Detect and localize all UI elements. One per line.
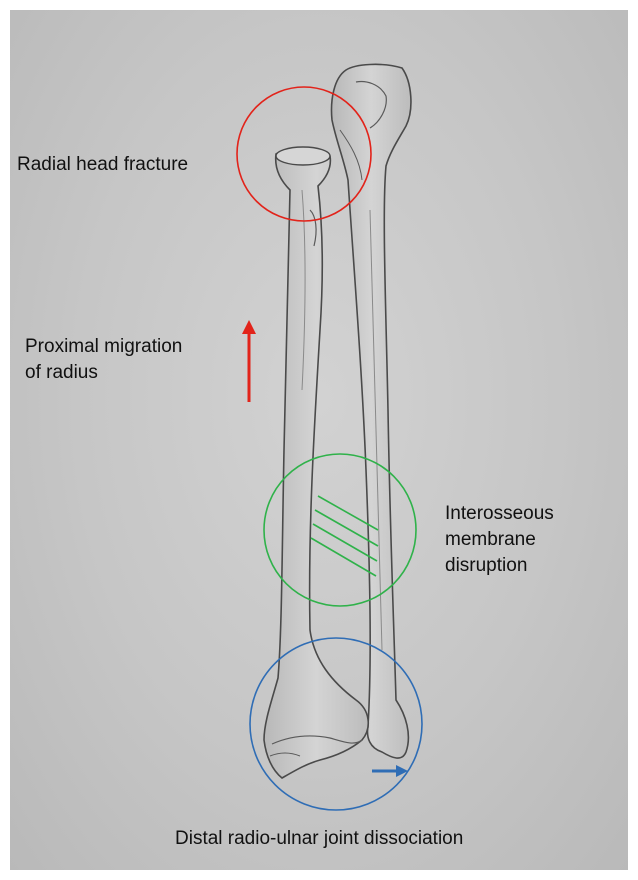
proximal-migration-line2: of radius <box>25 360 182 386</box>
interosseous-line2: membrane <box>445 527 554 553</box>
right-arrow-icon <box>372 765 408 777</box>
radial-head-fracture-label: Radial head fracture <box>17 152 188 178</box>
proximal-migration-label: Proximal migration of radius <box>25 334 182 386</box>
forearm-illustration <box>10 10 628 870</box>
up-arrow-icon <box>242 320 256 402</box>
ulna-bone <box>332 64 411 758</box>
proximal-migration-line1: Proximal migration <box>25 334 182 360</box>
interosseous-line3: disruption <box>445 553 554 579</box>
druj-text: Distal radio-ulnar joint dissociation <box>175 826 463 852</box>
interosseous-label: Interosseous membrane disruption <box>445 501 554 579</box>
interosseous-line1: Interosseous <box>445 501 554 527</box>
druj-label: Distal radio-ulnar joint dissociation <box>175 826 463 852</box>
diagram-frame: Radial head fracture Proximal migration … <box>10 10 628 870</box>
radial-head-text: Radial head fracture <box>17 152 188 178</box>
